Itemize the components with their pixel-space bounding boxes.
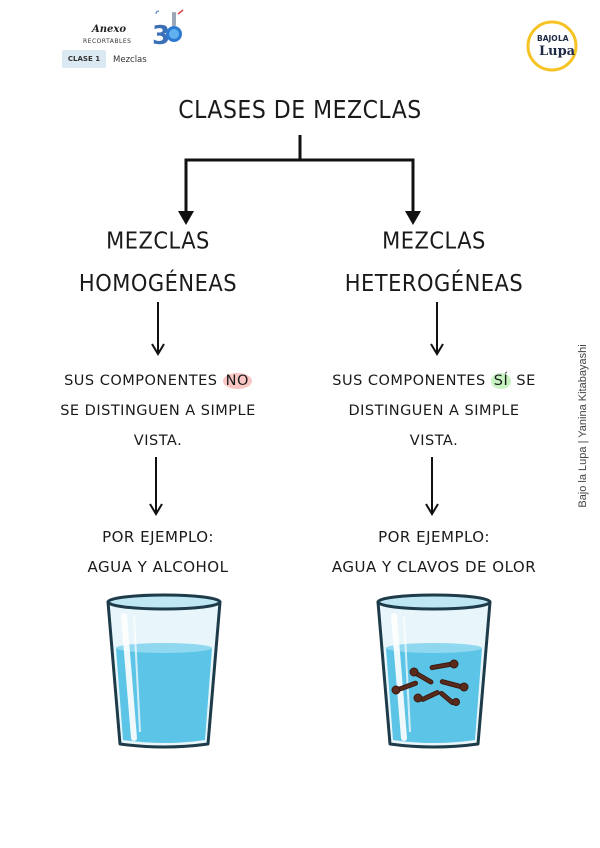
- right-desc-after: SE: [511, 373, 536, 389]
- arrowhead-right-1: [430, 343, 444, 356]
- right-example: POR EJEMPLO: AGUA Y CLAVOS DE OLOR: [306, 522, 562, 582]
- bracket-bar: [184, 158, 415, 222]
- right-heading-line2: HETEROGÉNEAS: [344, 269, 524, 297]
- left-example-label: POR EJEMPLO:: [102, 528, 214, 546]
- bajo-la-lupa-logo: BAJO LA Lupa: [526, 20, 578, 72]
- arrowhead-left: [178, 211, 194, 225]
- author-credit: Bajo la Lupa | Yanina Kitabayashi: [577, 344, 589, 508]
- logo-la: LA: [558, 34, 569, 43]
- right-desc-line2: DISTINGUEN A SIMPLE: [348, 403, 520, 419]
- arrowhead-left-1: [151, 343, 165, 356]
- highlight-si: SÍ: [490, 373, 512, 389]
- logo-number: 3: [152, 21, 170, 51]
- left-example: POR EJEMPLO: AGUA Y ALCOHOL: [30, 522, 286, 582]
- right-desc-line3: VISTA.: [409, 433, 459, 449]
- left-heading-line2: HOMOGÉNEAS: [78, 269, 238, 297]
- page-title: CLASES DE MEZCLAS: [178, 96, 422, 125]
- glass-water-alcohol: [106, 593, 222, 749]
- left-desc-line2: SE DISTINGUEN A SIMPLE: [60, 403, 256, 419]
- right-heading-line1: MEZCLAS: [382, 227, 486, 255]
- class-badge: CLASE 1: [62, 50, 106, 68]
- left-heading: MEZCLAS HOMOGÉNEAS: [30, 219, 286, 304]
- left-example-value: AGUA Y ALCOHOL: [87, 558, 229, 576]
- logo-bajo: BAJO: [537, 34, 558, 43]
- right-example-value: AGUA Y CLAVOS DE OLOR: [331, 558, 537, 576]
- anexo-label: Anexo: [92, 24, 127, 35]
- right-description: SUS COMPONENTES SÍ SE DISTINGUEN A SIMPL…: [306, 366, 562, 456]
- left-desc-line1: SUS COMPONENTES NO: [30, 366, 286, 396]
- highlight-no: NO: [222, 373, 252, 389]
- right-example-label: POR EJEMPLO:: [378, 528, 490, 546]
- left-desc-line3: VISTA.: [133, 433, 183, 449]
- left-heading-line1: MEZCLAS: [106, 227, 210, 255]
- clove-pieces: [391, 659, 469, 706]
- left-description: SUS COMPONENTES NO SE DISTINGUEN A SIMPL…: [30, 366, 286, 456]
- recortables-label: RECORTABLES: [83, 38, 132, 45]
- logo-lupa: Lupa: [539, 44, 576, 59]
- left-desc-before: SUS COMPONENTES: [64, 373, 223, 389]
- right-desc-line1: SUS COMPONENTES SÍ SE: [306, 366, 562, 396]
- class-topic: Mezclas: [113, 55, 147, 65]
- arrowhead-right: [405, 211, 421, 225]
- glass-water-cloves: [376, 593, 492, 749]
- arrowhead-right-2: [425, 503, 439, 516]
- arrowhead-left-2: [149, 503, 163, 516]
- logo-30-icon: 3: [152, 9, 184, 51]
- right-desc-before: SUS COMPONENTES: [332, 373, 491, 389]
- right-heading: MEZCLAS HETEROGÉNEAS: [306, 219, 562, 304]
